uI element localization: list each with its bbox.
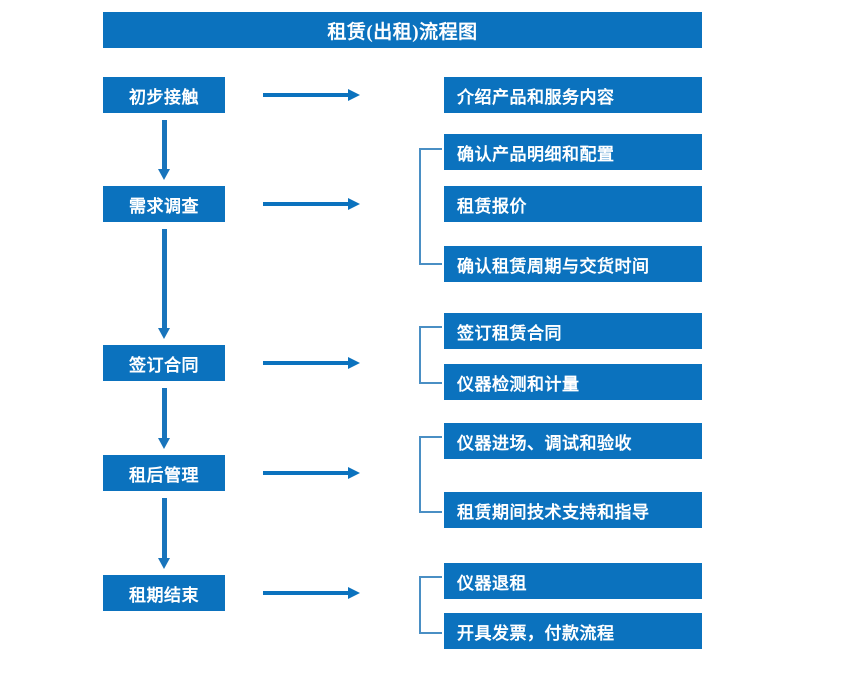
arrow-head-right-icon bbox=[348, 467, 360, 479]
group-bracket-contract bbox=[419, 326, 442, 384]
horizontal-arrow-management bbox=[263, 467, 360, 479]
arrow-shaft bbox=[162, 498, 167, 559]
stage-box-requirement-survey[interactable]: 需求调查 bbox=[103, 186, 225, 222]
arrow-head-down-icon bbox=[158, 558, 170, 569]
detail-box-technical-support-guidance[interactable]: 租赁期间技术支持和指导 bbox=[444, 492, 702, 528]
detail-box-confirm-lease-period-delivery[interactable]: 确认租赁周期与交货时间 bbox=[444, 246, 702, 282]
arrow-head-right-icon bbox=[348, 198, 360, 210]
vertical-arrow-management-to-end bbox=[158, 498, 170, 569]
arrow-head-right-icon bbox=[348, 357, 360, 369]
arrow-head-down-icon bbox=[158, 438, 170, 449]
arrow-shaft bbox=[162, 388, 167, 439]
detail-box-sign-rental-contract[interactable]: 签订租赁合同 bbox=[444, 313, 702, 349]
group-bracket-management bbox=[419, 436, 442, 513]
vertical-arrow-contract-to-management bbox=[158, 388, 170, 449]
arrow-shaft bbox=[263, 591, 349, 595]
horizontal-arrow-contract bbox=[263, 357, 360, 369]
arrow-head-down-icon bbox=[158, 169, 170, 180]
arrow-shaft bbox=[263, 361, 349, 365]
arrow-head-right-icon bbox=[348, 587, 360, 599]
arrow-shaft bbox=[263, 93, 349, 97]
stage-box-preliminary-contact[interactable]: 初步接触 bbox=[103, 77, 225, 113]
detail-box-instrument-return[interactable]: 仪器退租 bbox=[444, 563, 702, 599]
group-bracket-end bbox=[419, 576, 442, 634]
page-title: 租赁(出租)流程图 bbox=[103, 12, 702, 48]
arrow-head-down-icon bbox=[158, 328, 170, 339]
horizontal-arrow-survey bbox=[263, 198, 360, 210]
detail-box-rental-quotation[interactable]: 租赁报价 bbox=[444, 186, 702, 222]
stage-box-sign-contract[interactable]: 签订合同 bbox=[103, 345, 225, 381]
detail-box-confirm-product-details-config[interactable]: 确认产品明细和配置 bbox=[444, 134, 702, 170]
vertical-arrow-contact-to-survey bbox=[158, 120, 170, 180]
detail-box-invoice-payment-process[interactable]: 开具发票，付款流程 bbox=[444, 613, 702, 649]
vertical-arrow-survey-to-contract bbox=[158, 229, 170, 339]
arrow-head-right-icon bbox=[348, 89, 360, 101]
detail-box-instrument-entry-commissioning-acceptance[interactable]: 仪器进场、调试和验收 bbox=[444, 423, 702, 459]
detail-box-introduce-products-services[interactable]: 介绍产品和服务内容 bbox=[444, 77, 702, 113]
horizontal-arrow-end bbox=[263, 587, 360, 599]
arrow-shaft bbox=[263, 202, 349, 206]
stage-box-post-rental-management[interactable]: 租后管理 bbox=[103, 455, 225, 491]
group-bracket-survey bbox=[419, 148, 442, 265]
horizontal-arrow-contact bbox=[263, 89, 360, 101]
arrow-shaft bbox=[162, 229, 167, 329]
arrow-shaft bbox=[263, 471, 349, 475]
arrow-shaft bbox=[162, 120, 167, 170]
detail-box-instrument-testing-metering[interactable]: 仪器检测和计量 bbox=[444, 364, 702, 400]
stage-box-lease-end[interactable]: 租期结束 bbox=[103, 575, 225, 611]
